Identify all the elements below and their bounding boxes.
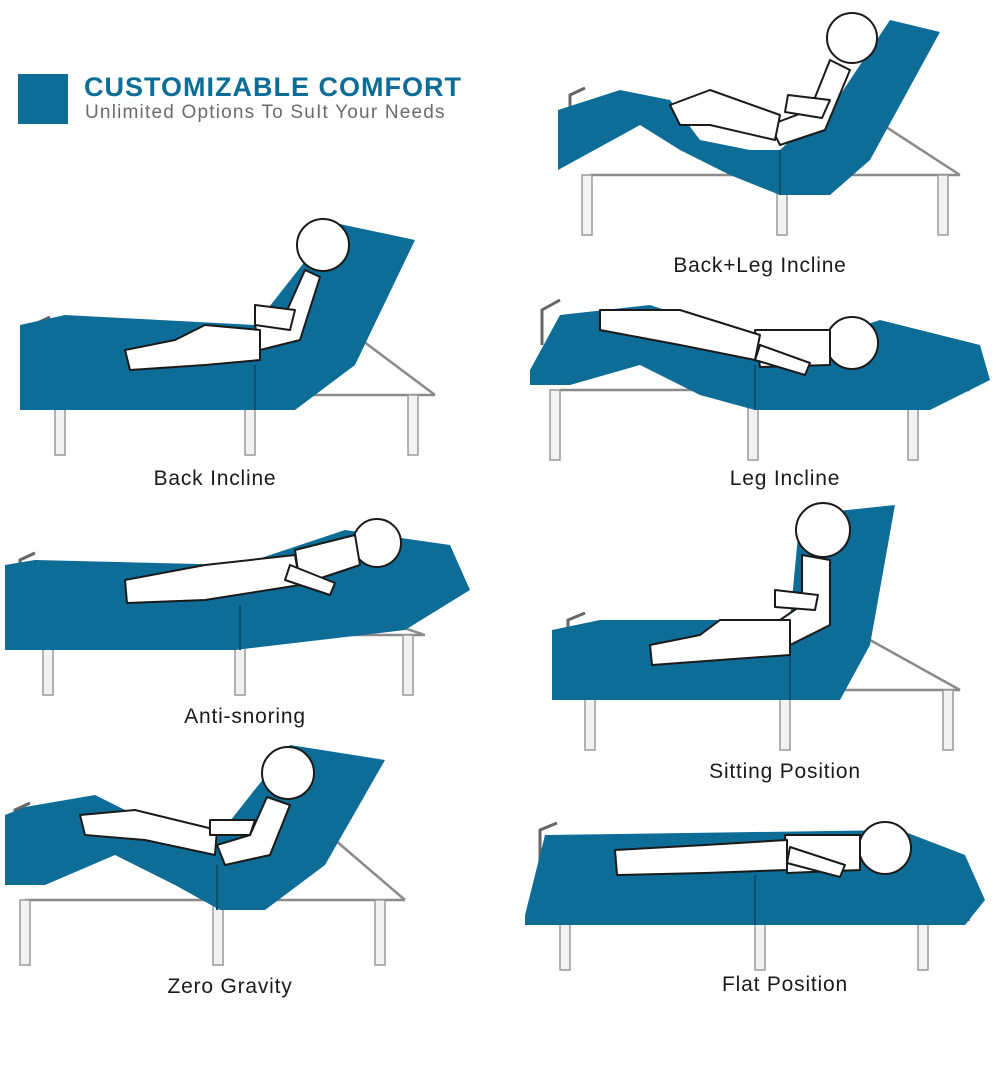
illustration-anti-snoring — [5, 518, 470, 696]
label-anti-snoring: Anti-snoring — [184, 705, 306, 728]
panel-flat-position: Flat Position — [525, 805, 985, 1065]
label-sitting-position: Sitting Position — [709, 760, 861, 783]
header-subtitle: Unlimited Options To SuIt Your Needs — [85, 102, 446, 123]
panel-zero-gravity: Zero Gravity — [5, 735, 465, 998]
panel-leg-incline: Leg Incline — [530, 285, 990, 545]
illustration-flat-position — [525, 821, 985, 971]
panel-anti-snoring: Anti-snoring — [5, 505, 470, 765]
panel-back-leg-incline: Back+Leg Incline — [530, 0, 990, 277]
brand-square — [18, 74, 68, 124]
illustration-leg-incline — [530, 298, 990, 461]
label-back-leg-incline: Back+Leg Incline — [673, 254, 847, 277]
label-leg-incline: Leg Incline — [729, 467, 841, 490]
header: CUSTOMIZABLE COMFORT Unlimited Options T… — [18, 72, 518, 132]
panel-sitting-position: Sitting Position — [540, 495, 1000, 783]
label-back-incline: Back Incline — [153, 467, 277, 490]
label-flat-position: Flat Position — [722, 973, 848, 996]
illustration-back-leg-incline — [558, 12, 961, 236]
illustration-back-incline — [20, 218, 436, 456]
illustration-sitting-position — [552, 502, 961, 751]
header-title: CUSTOMIZABLE COMFORT — [84, 72, 462, 102]
illustration-zero-gravity — [5, 745, 406, 966]
panel-back-incline: Back Incline — [5, 215, 465, 490]
label-zero-gravity: Zero Gravity — [167, 975, 293, 998]
